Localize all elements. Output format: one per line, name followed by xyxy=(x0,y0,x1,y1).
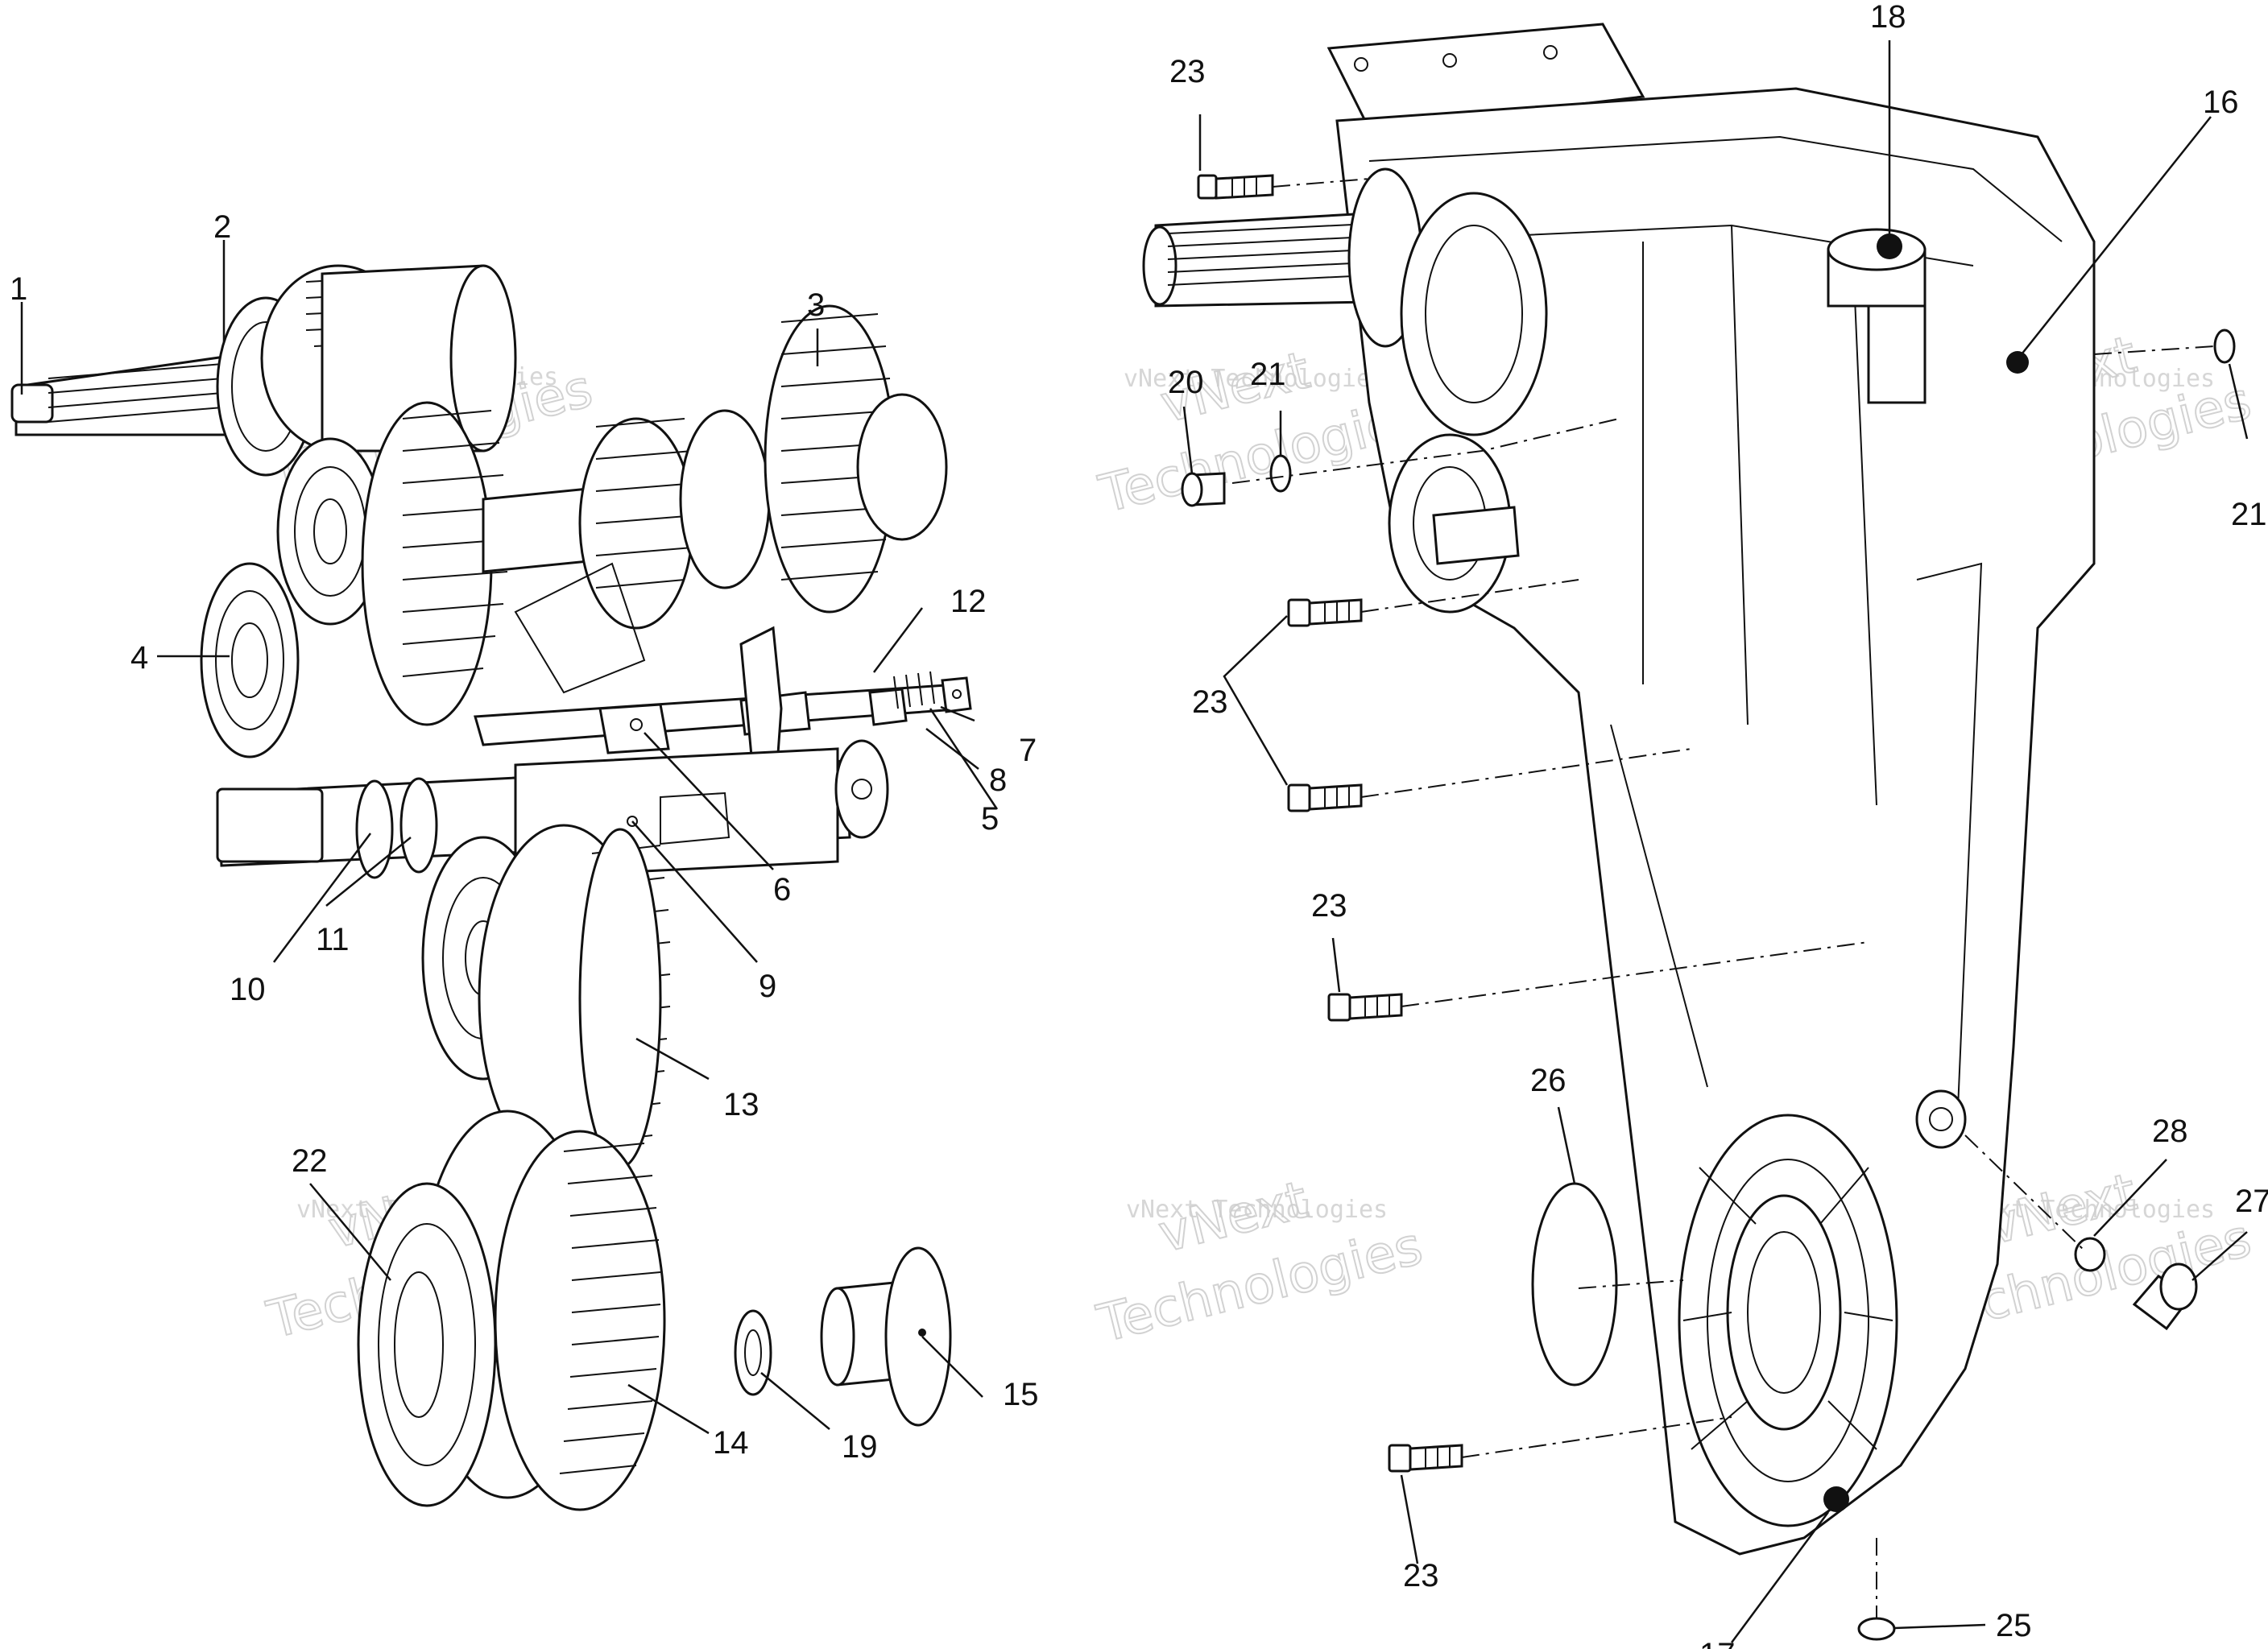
callout-3: 3 xyxy=(807,287,825,323)
callout-8: 8 xyxy=(989,763,1007,798)
gearbox-housing-assembly xyxy=(1142,23,2236,1641)
output-gear-part-14 xyxy=(357,1110,666,1511)
housing-output-shaft xyxy=(1142,167,1423,348)
callout-14: 14 xyxy=(713,1425,749,1461)
housing-bearing-bosses xyxy=(1388,192,1548,614)
bolt-part-23-mid3 xyxy=(1327,993,1403,1022)
fill-cap-part-18 xyxy=(1827,228,1927,404)
housing-boss xyxy=(1915,1089,1967,1149)
housing-body xyxy=(1335,87,2096,1556)
callout-21-left: 21 xyxy=(1250,357,1286,392)
leader-lines xyxy=(20,40,2249,1643)
callout-17: 17 xyxy=(1699,1637,1736,1649)
bolt-part-23-mid1 xyxy=(1287,598,1363,627)
callout-27: 27 xyxy=(2235,1184,2268,1219)
callout-9: 9 xyxy=(759,969,776,1004)
main-shift-shaft xyxy=(216,739,889,879)
washer-part-19 xyxy=(734,1309,772,1396)
callout-7: 7 xyxy=(1019,733,1037,768)
gear-part-13 xyxy=(421,824,671,1173)
callout-23-top: 23 xyxy=(1169,54,1206,89)
callout-23-mid: 23 xyxy=(1192,684,1228,720)
callout-15: 15 xyxy=(1003,1377,1039,1412)
bolt-part-23-mid2 xyxy=(1287,783,1363,812)
input-gear-part-2 xyxy=(216,264,517,477)
callout-labels: 1 2 3 4 5 6 7 8 9 10 11 12 13 14 15 16 1… xyxy=(10,0,2268,1649)
callout-16: 16 xyxy=(2203,85,2239,120)
screw-part-27 xyxy=(2132,1263,2198,1331)
callout-28: 28 xyxy=(2152,1114,2188,1149)
callout-22: 22 xyxy=(292,1143,328,1179)
drain-plug-part-16 xyxy=(2006,351,2029,374)
alignment-lines xyxy=(1231,178,2216,1618)
bolt-part-23-top xyxy=(1197,174,1274,200)
callout-11: 11 xyxy=(316,922,350,957)
callout-12: 12 xyxy=(950,584,987,619)
callout-21-right: 21 xyxy=(2231,497,2267,532)
callout-2: 2 xyxy=(213,209,231,245)
watermark-bottom-mid: Technologies vNext xyxy=(1091,1170,1429,1356)
washer-part-21-left xyxy=(1269,454,1292,493)
watermark-line: vNext Technologies xyxy=(1124,365,1385,393)
callout-5: 5 xyxy=(981,801,999,837)
washer-part-25 xyxy=(1857,1617,1896,1641)
callout-23-lower: 23 xyxy=(1311,888,1347,924)
o-ring-part-26 xyxy=(1531,1182,1618,1387)
callout-6: 6 xyxy=(773,872,791,907)
bushing-part-15 xyxy=(820,1246,952,1427)
callout-23-bottom: 23 xyxy=(1403,1558,1439,1593)
callout-20: 20 xyxy=(1168,365,1204,400)
socket-screw-part-20 xyxy=(1181,472,1226,507)
bolt-part-23-bottom xyxy=(1388,1444,1463,1473)
gear-cluster-part-3 xyxy=(578,304,948,630)
bearing-part-4 xyxy=(200,437,384,758)
callout-13: 13 xyxy=(723,1087,759,1122)
washer-part-28 xyxy=(2074,1237,2106,1272)
washer-part-21-right xyxy=(2213,329,2236,364)
end-cover-part-17 xyxy=(1678,1114,1898,1527)
gear-train-assembly xyxy=(10,264,972,1511)
callout-25: 25 xyxy=(1996,1608,2032,1643)
callout-10: 10 xyxy=(230,972,266,1007)
mounting-bracket xyxy=(1326,23,1645,130)
callout-4: 4 xyxy=(130,640,148,676)
callout-1: 1 xyxy=(10,271,27,307)
watermark-line: vNext Technologies xyxy=(1126,1196,1388,1224)
input-shaft-part-1 xyxy=(10,353,243,436)
shift-rail-upper xyxy=(474,671,972,754)
callout-18: 18 xyxy=(1870,0,1906,35)
callout-19: 19 xyxy=(842,1429,878,1465)
callout-26: 26 xyxy=(1530,1063,1566,1098)
